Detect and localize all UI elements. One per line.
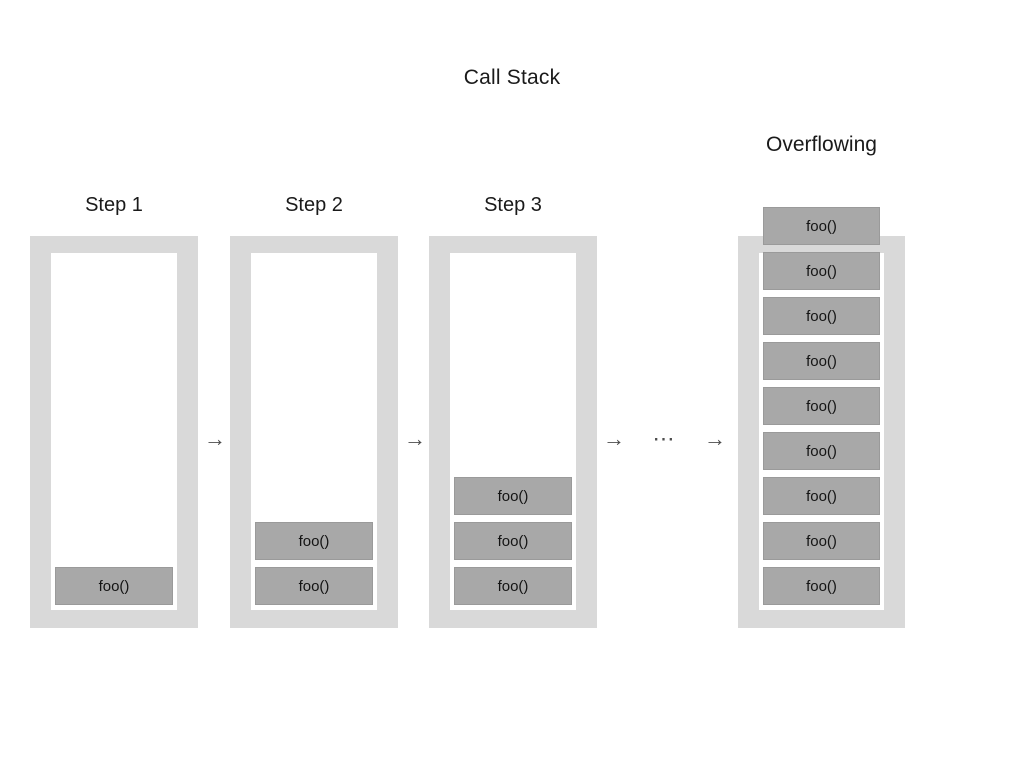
- page-title: Call Stack: [463, 66, 561, 89]
- stack-frame-overflow-top: foo(): [763, 207, 880, 245]
- call-stack-overflowing: foo() foo() foo() foo() foo() foo() foo(…: [738, 207, 905, 628]
- call-stack-step-3: foo() foo() foo(): [429, 236, 597, 628]
- ellipsis-indicator: ⋯: [652, 426, 676, 451]
- overflow-frame-list: foo() foo() foo() foo() foo() foo() foo(…: [763, 207, 880, 605]
- stack-inner-overflowing: foo() foo() foo() foo() foo() foo() foo(…: [759, 207, 884, 610]
- stack-frame: foo(): [454, 567, 572, 605]
- arrow-step2-to-step3: →: [404, 426, 426, 451]
- stack-inner-step-2: foo() foo(): [251, 253, 377, 610]
- arrow-ellipsis-to-overflow: →: [704, 426, 726, 451]
- stack-frame: foo(): [763, 477, 880, 515]
- call-stack-step-2: foo() foo(): [230, 236, 398, 628]
- stack-frame: foo(): [763, 522, 880, 560]
- stack-frame: foo(): [454, 477, 572, 515]
- stack-frame: foo(): [255, 522, 373, 560]
- stack-frame: foo(): [763, 297, 880, 335]
- stack-frame: foo(): [55, 567, 173, 605]
- stack-frame: foo(): [763, 432, 880, 470]
- arrow-step1-to-step2: →: [204, 426, 226, 451]
- call-stack-step-1: foo(): [30, 236, 198, 628]
- step-label-3: Step 3: [484, 194, 542, 216]
- stack-frame: foo(): [763, 252, 880, 290]
- stack-frame: foo(): [763, 342, 880, 380]
- stack-inner-step-1: foo(): [51, 253, 177, 610]
- stack-inner-step-3: foo() foo() foo(): [450, 253, 576, 610]
- step-label-2: Step 2: [285, 194, 343, 216]
- stack-frame: foo(): [763, 567, 880, 605]
- stack-frame: foo(): [763, 387, 880, 425]
- stack-frame: foo(): [255, 567, 373, 605]
- step-label-1: Step 1: [85, 194, 143, 216]
- overflow-heading: Overflowing: [766, 133, 877, 156]
- arrow-step3-to-ellipsis: →: [603, 426, 625, 451]
- stack-frame: foo(): [454, 522, 572, 560]
